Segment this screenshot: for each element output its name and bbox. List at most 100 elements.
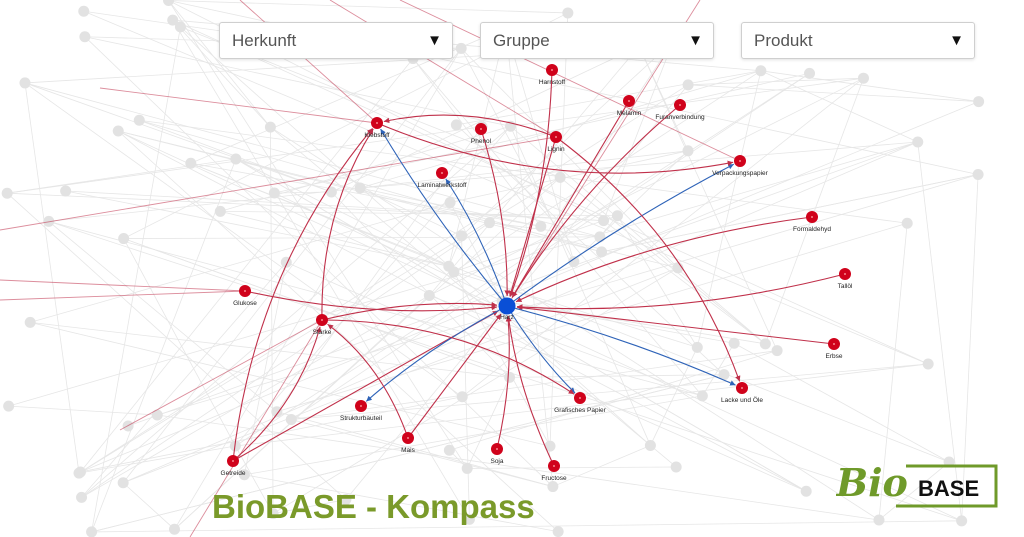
- background-node: [79, 31, 91, 43]
- background-node: [682, 79, 694, 91]
- node-label: Formaldehyd: [793, 226, 831, 233]
- graph-node[interactable]: Mais: [401, 432, 416, 454]
- background-edge: [429, 77, 864, 296]
- graph-node[interactable]: Lignin: [547, 131, 565, 153]
- background-edge: [234, 445, 274, 514]
- graph-node[interactable]: Glukose: [233, 285, 257, 307]
- background-edge: [30, 202, 451, 323]
- graph-node[interactable]: Erbse: [826, 338, 843, 360]
- node-label: Stärke: [313, 329, 332, 336]
- background-edge: [456, 70, 761, 126]
- node-label: Harnstoff: [539, 79, 565, 86]
- edges: [0, 0, 846, 537]
- background-edge: [48, 221, 278, 413]
- background-edge: [461, 40, 674, 237]
- node-dot: [232, 460, 234, 462]
- biobase-logo: Bio BASE: [836, 460, 998, 508]
- background-edge: [123, 267, 679, 484]
- edge-harz-verpackungspapier: [506, 163, 735, 307]
- graph-node[interactable]: Lacke und Öle: [721, 382, 763, 404]
- edge-stärke-harz: [321, 301, 498, 321]
- graph-node[interactable]: Stärke: [313, 314, 332, 336]
- graph-node[interactable]: Grafisches Papier: [554, 392, 607, 414]
- edge-harz-laminatwerkstoff: [445, 178, 508, 307]
- node-dot: [551, 69, 553, 71]
- graph-node[interactable]: Fructose: [541, 460, 567, 482]
- background-edge: [603, 220, 766, 345]
- graph-node[interactable]: Soja: [490, 443, 504, 465]
- graph-node[interactable]: Formaldehyd: [793, 211, 831, 233]
- logo-base-text: BASE: [918, 476, 979, 501]
- background-edge: [24, 82, 332, 193]
- background-node: [901, 217, 913, 229]
- background-edge: [6, 192, 347, 500]
- background-edge: [117, 130, 559, 532]
- graph-node[interactable]: Harz: [498, 297, 516, 322]
- node-dot: [553, 465, 555, 467]
- background-edge: [168, 0, 568, 14]
- background-edge: [505, 27, 554, 487]
- background-edge: [603, 40, 674, 221]
- background-edge: [7, 126, 483, 194]
- background-node: [185, 157, 197, 169]
- background-node: [443, 444, 455, 456]
- background-edge: [139, 119, 908, 224]
- graph-node[interactable]: Melamin: [617, 95, 642, 117]
- background-node: [804, 67, 816, 79]
- background-edge: [172, 19, 271, 128]
- background-node: [544, 440, 556, 452]
- background-edge: [91, 26, 181, 533]
- graph-node[interactable]: Furanverbindung: [655, 99, 705, 121]
- background-node: [857, 72, 869, 84]
- node-circle[interactable]: [498, 297, 516, 315]
- graph-node[interactable]: Verpackungspapier: [712, 155, 769, 177]
- background-node: [455, 42, 467, 54]
- graph-node[interactable]: Klebstoff: [364, 117, 390, 139]
- background-edge: [696, 70, 762, 348]
- background-node: [461, 462, 473, 474]
- background-edge: [449, 350, 778, 451]
- edge-melamin-harz: [511, 100, 630, 298]
- background-edge: [91, 158, 237, 533]
- background-edge: [80, 396, 463, 473]
- edge-soja-harz: [496, 315, 512, 450]
- background-edge: [24, 82, 463, 398]
- background-edge: [65, 190, 604, 222]
- graph-node[interactable]: Strukturbauteil: [340, 400, 383, 422]
- background-node: [873, 514, 885, 526]
- edge-harz-klebstoff: [380, 128, 508, 307]
- background-edge: [461, 77, 864, 398]
- origin-dropdown[interactable]: Herkunft ▼: [219, 22, 453, 59]
- background-node: [174, 21, 186, 33]
- edge-tallöl-harz: [516, 273, 846, 310]
- background-edge: [157, 414, 880, 521]
- graph-node[interactable]: Laminatwerkstoff: [417, 167, 467, 189]
- background-edge: [174, 48, 462, 530]
- graph-node[interactable]: Tallöl: [838, 268, 853, 290]
- background-edge: [272, 267, 679, 514]
- background-node: [3, 400, 15, 412]
- background-edge: [244, 474, 559, 532]
- node-label: Laminatwerkstoff: [417, 182, 466, 189]
- product-dropdown[interactable]: Produkt ▼: [741, 22, 975, 59]
- graph-node[interactable]: Harnstoff: [539, 64, 565, 86]
- background-node: [285, 414, 297, 426]
- background-node: [922, 358, 934, 370]
- background-edge: [235, 363, 929, 447]
- background-node: [450, 119, 462, 131]
- background-edge: [24, 82, 80, 474]
- graph-node[interactable]: Getreide: [221, 455, 246, 477]
- node-label: Phenol: [471, 138, 492, 145]
- edge: [99, 87, 378, 124]
- node-label: Glukose: [233, 300, 257, 307]
- background-edge: [453, 271, 698, 348]
- edge-mais-harz: [407, 313, 502, 439]
- background-edge: [274, 191, 332, 194]
- node-dot: [579, 397, 581, 399]
- graph-node[interactable]: Phenol: [471, 123, 492, 145]
- background-edge: [122, 48, 462, 484]
- group-dropdown[interactable]: Gruppe ▼: [480, 22, 714, 59]
- background-node: [264, 121, 276, 133]
- background-node: [972, 168, 984, 180]
